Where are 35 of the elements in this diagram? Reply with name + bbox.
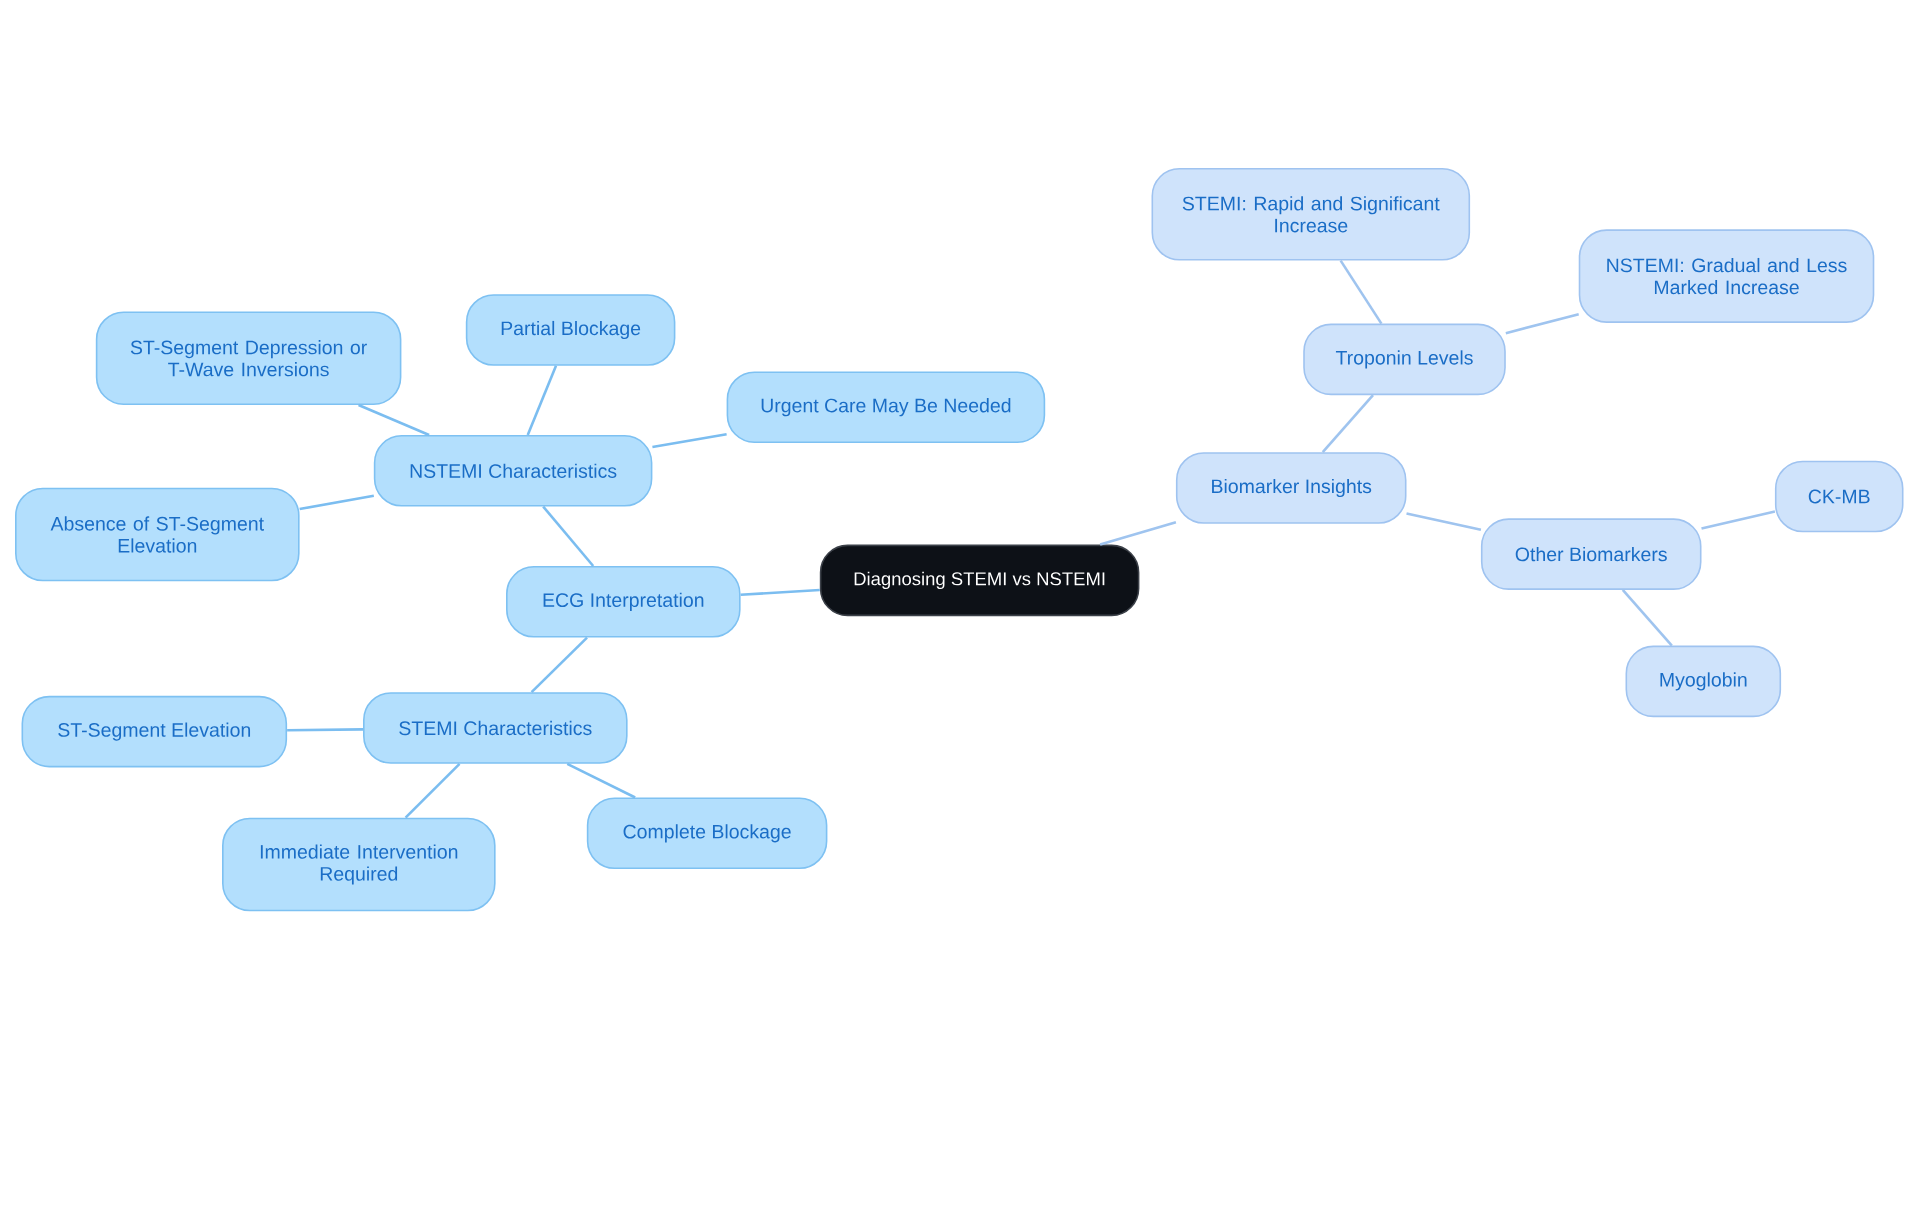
topic-box: ST-Segment Depression or T-Wave Inversions (95, 311, 402, 405)
topic-box: Myoglobin (1625, 645, 1782, 718)
topic-box: STEMI: Rapid and Significant Increase (1151, 168, 1471, 261)
connector-line (542, 505, 595, 567)
connector-line (1701, 510, 1776, 530)
topic-box: ST-Segment Elevation (21, 695, 288, 768)
connector-line (1406, 512, 1482, 532)
connector-line (1099, 520, 1177, 546)
connector-line (652, 432, 727, 449)
topic-box: Partial Blockage (465, 294, 676, 366)
topic-box: Biomarker Insights (1175, 452, 1407, 524)
connector-line (566, 762, 636, 799)
connector-line (1505, 312, 1580, 335)
topic-box: Absence of ST-Segment Elevation (15, 487, 300, 582)
connector-line (1621, 589, 1673, 647)
topic-box: Immediate Intervention Required (222, 817, 496, 912)
topic-box: Urgent Care May Be Needed (726, 371, 1046, 443)
connector-line (287, 728, 364, 732)
connector-line (404, 762, 461, 819)
topic-box: Troponin Levels (1303, 323, 1506, 396)
connector-line (1339, 259, 1383, 325)
topic-box: STEMI Characteristics (363, 692, 628, 764)
topic-box: Complete Blockage (586, 797, 828, 870)
topic-box: NSTEMI Characteristics (373, 435, 653, 507)
connector-line (526, 365, 558, 436)
topic-box: ECG Interpretation (506, 566, 741, 638)
connector-line (1321, 394, 1374, 454)
topic-box: NSTEMI: Gradual and Less Marked Increase (1578, 229, 1875, 323)
topic-box: Other Biomarkers (1480, 518, 1702, 590)
connector-line (358, 403, 430, 437)
central-topic-box: Diagnosing STEMI vs NSTEMI (819, 544, 1140, 617)
connector-line (740, 588, 820, 597)
connector-line (299, 494, 375, 511)
topic-box: CK-MB (1774, 460, 1904, 533)
connector-line (530, 636, 588, 694)
